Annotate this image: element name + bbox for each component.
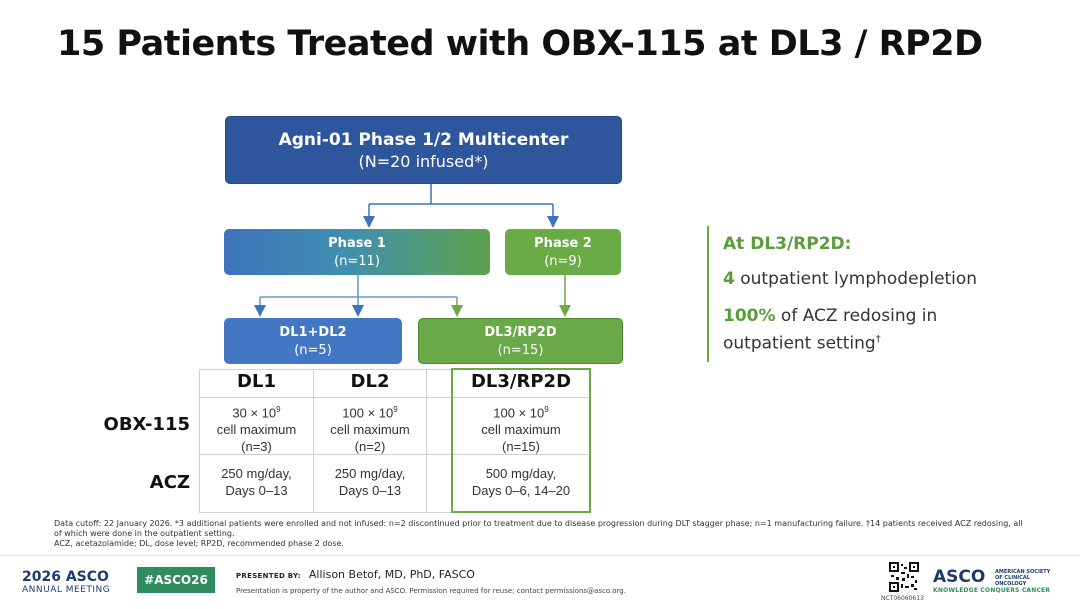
footnote-line-2: ACZ, acetazolamide; DL, dose level; RP2D… bbox=[54, 539, 344, 548]
presenter-line: PRESENTED BY:Allison Betof, MD, PhD, FAS… bbox=[236, 568, 475, 581]
phase2-box: Phase 2 (n=9) bbox=[505, 229, 621, 275]
col-header-dl2: DL2 bbox=[350, 371, 390, 392]
callout-item-lymphodepletion: 4 outpatient lymphodepletion bbox=[723, 269, 978, 289]
study-name: Agni-01 Phase 1/2 Multicenter bbox=[278, 129, 569, 150]
dl3-count: (n=15) bbox=[497, 342, 544, 358]
table-cell: 250 mg/day, Days 0–13 bbox=[221, 466, 292, 498]
asco-society-logo: ASCO AMERICAN SOCIETY OF CLINICAL ONCOLO… bbox=[933, 567, 1051, 594]
dl3-box: DL3/RP2D (n=15) bbox=[418, 318, 623, 364]
callout-heading: At DL3/RP2D: bbox=[723, 234, 852, 254]
dose-table: DL1 DL2 DL3/RP2D 30 × 109 cell maximum (… bbox=[199, 369, 591, 513]
dl3-label: DL3/RP2D bbox=[484, 324, 557, 340]
study-count: (N=20 infused*) bbox=[358, 151, 489, 171]
callout-item-acz-redosing: 100% of ACZ redosing in outpatient setti… bbox=[723, 306, 938, 354]
nct-number: NCT06060613 bbox=[881, 595, 924, 602]
phase1-count: (n=11) bbox=[334, 253, 380, 269]
phase1-label: Phase 1 bbox=[328, 235, 386, 251]
table-cell: 500 mg/day, Days 0–6, 14–20 bbox=[471, 466, 571, 498]
table-cell: 100 × 109 cell maximum (n=15) bbox=[481, 405, 561, 455]
dl3-summary-callout: At DL3/RP2D: 4 outpatient lymphodepletio… bbox=[707, 226, 1027, 362]
connector-phase1-to-dl bbox=[254, 275, 463, 317]
page-title: 15 Patients Treated with OBX-115 at DL3 … bbox=[57, 24, 983, 64]
table-cell: 30 × 109 cell maximum (n=3) bbox=[216, 405, 297, 455]
col-header-dl1: DL1 bbox=[237, 371, 276, 392]
table-cell: 250 mg/day, Days 0–13 bbox=[334, 466, 406, 498]
dl1-dl2-box: DL1+DL2 (n=5) bbox=[224, 318, 402, 364]
footer-bar bbox=[0, 555, 1080, 609]
footnote: Data cutoff: 22 January 2026. *3 additio… bbox=[54, 519, 1024, 549]
property-notice: Presentation is property of the author a… bbox=[236, 587, 626, 595]
hashtag-badge: #ASCO26 bbox=[137, 567, 215, 593]
study-box: Agni-01 Phase 1/2 Multicenter (N=20 infu… bbox=[225, 116, 622, 184]
col-header-dl3: DL3/RP2D bbox=[470, 371, 572, 392]
qr-code-icon[interactable] bbox=[889, 562, 919, 592]
phase2-label: Phase 2 bbox=[534, 235, 592, 251]
footnote-line-1: Data cutoff: 22 January 2026. *3 additio… bbox=[54, 519, 1023, 538]
table-cell: 100 × 109 cell maximum (n=2) bbox=[330, 405, 410, 455]
row-label-acz: ACZ bbox=[149, 472, 190, 493]
phase2-count: (n=9) bbox=[544, 253, 582, 269]
row-label-obx115: OBX-115 bbox=[103, 414, 190, 435]
phase1-box: Phase 1 (n=11) bbox=[224, 229, 490, 275]
dl1-dl2-count: (n=5) bbox=[294, 342, 332, 358]
asco-meeting-logo: 2026 ASCO ANNUAL MEETING bbox=[22, 569, 111, 595]
connector-top-to-phases bbox=[363, 184, 559, 228]
dl1-dl2-label: DL1+DL2 bbox=[279, 324, 347, 340]
